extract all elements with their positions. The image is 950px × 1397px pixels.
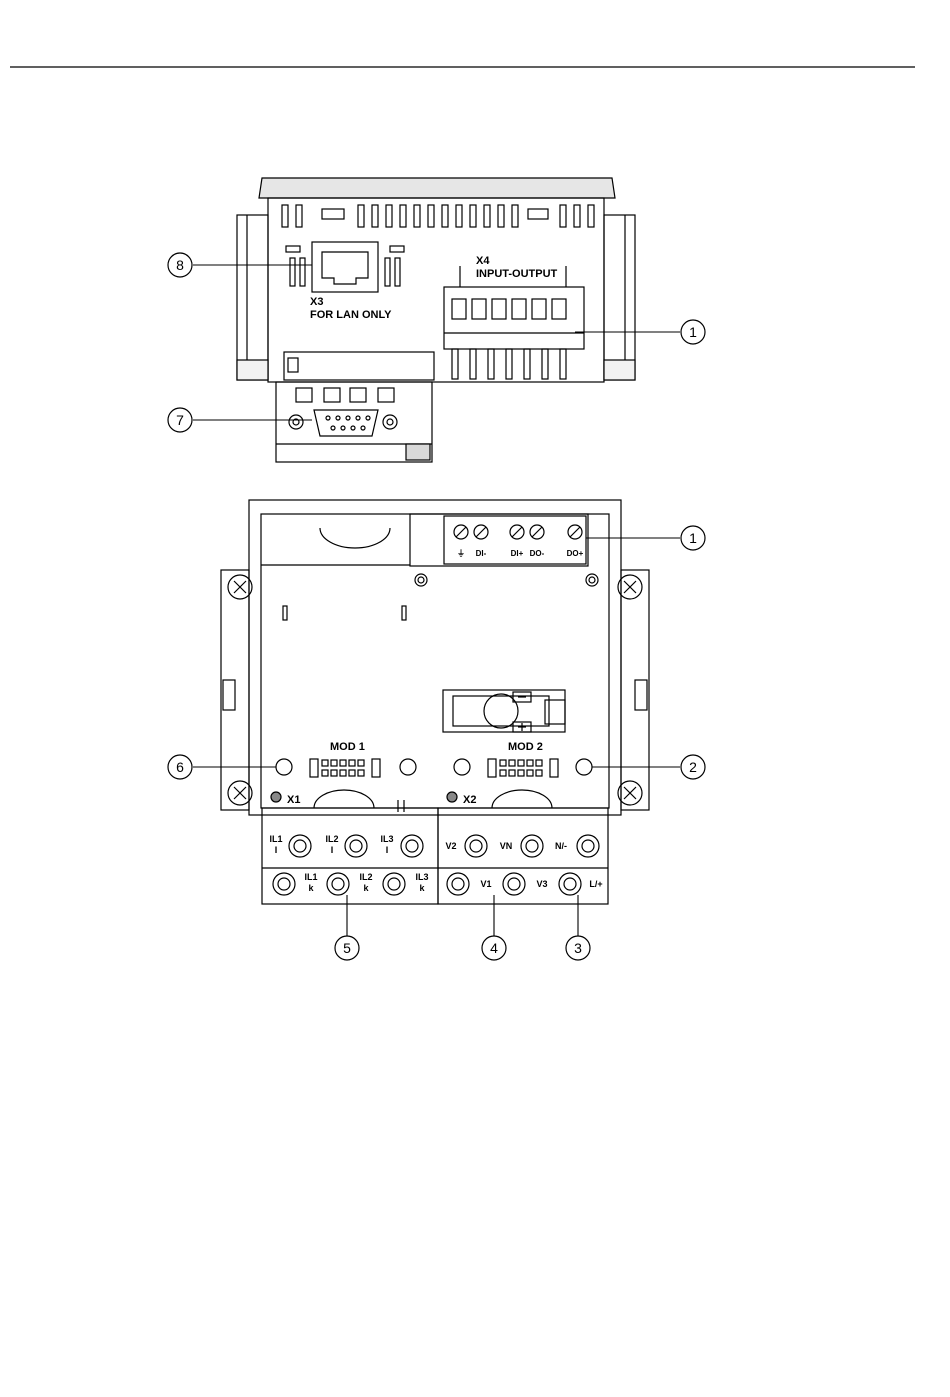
left-clamp: [237, 215, 268, 380]
callout-3: 3: [566, 936, 590, 960]
terminal-di-plus: DI+: [511, 549, 524, 558]
right-clamp: [604, 215, 635, 380]
callout-2-number: 2: [689, 759, 697, 775]
inner-plate: [261, 514, 609, 808]
callout-5-number: 5: [343, 940, 351, 956]
il1-upper: IL1: [269, 834, 282, 844]
battery-holder: [443, 690, 565, 732]
x4-label: X4: [476, 255, 490, 267]
il3-lower: IL3: [415, 872, 428, 882]
callout-1-top: 1: [681, 320, 705, 344]
mod1-connector: [310, 759, 380, 777]
callout-7: 7: [168, 408, 192, 432]
mod1-label: MOD 1: [330, 741, 365, 753]
x4-terminal-block: [444, 266, 584, 379]
il3-lower-sub: k: [419, 883, 425, 893]
il3-upper-sub: I: [386, 845, 389, 855]
v2-label: V2: [445, 841, 456, 851]
x4-description: INPUT-OUTPUT: [476, 268, 558, 280]
mod2-label: MOD 2: [508, 741, 543, 753]
outer-frame: [249, 500, 621, 815]
x1-block: [262, 808, 438, 904]
callout-3-number: 3: [574, 940, 582, 956]
x1-label: X1: [287, 794, 300, 806]
rear-view: [221, 500, 649, 904]
callout-6-number: 6: [176, 759, 184, 775]
il2-lower-sub: k: [363, 883, 369, 893]
front-bezel: [259, 178, 615, 198]
db9-module: [276, 382, 432, 462]
x3-description: FOR LAN ONLY: [310, 309, 392, 321]
callout-5: 5: [335, 936, 359, 960]
callout-8: 8: [168, 253, 192, 277]
vn-label: VN: [500, 841, 513, 851]
il1-lower-sub: k: [308, 883, 314, 893]
io-terminal-block: [410, 514, 588, 566]
top-view: [237, 178, 635, 462]
callout-7-number: 7: [176, 412, 184, 428]
callout-4-number: 4: [490, 940, 498, 956]
terminal-di-minus: DI-: [476, 549, 487, 558]
il2-lower: IL2: [359, 872, 372, 882]
callout-1-rear: 1: [681, 526, 705, 550]
l-plus-label: L/+: [589, 879, 602, 889]
n-minus-label: N/-: [555, 841, 567, 851]
housing-body: [268, 198, 604, 382]
terminal-ground: ⏚: [457, 549, 465, 558]
v3-label: V3: [536, 879, 547, 889]
module-slot: [284, 352, 434, 380]
callout-4: 4: [482, 936, 506, 960]
vent-slots: [282, 205, 594, 227]
rj45-port: [286, 242, 404, 292]
callout-2: 2: [681, 755, 705, 779]
il2-upper: IL2: [325, 834, 338, 844]
io-terminal-labels: ⏚ DI- DI+ DO- DO+: [457, 549, 584, 558]
v1-label: V1: [480, 879, 491, 889]
il2-upper-sub: I: [331, 845, 334, 855]
mod2-connector: [488, 759, 558, 777]
il3-upper: IL3: [380, 834, 393, 844]
x3-label: X3: [310, 296, 323, 308]
callout-8-number: 8: [176, 257, 184, 273]
callout-1-top-number: 1: [689, 324, 697, 340]
il1-lower: IL1: [304, 872, 317, 882]
terminal-do-minus: DO-: [530, 549, 545, 558]
x2-label: X2: [463, 794, 476, 806]
callout-1-rear-number: 1: [689, 530, 697, 546]
terminal-do-plus: DO+: [567, 549, 584, 558]
callout-6: 6: [168, 755, 192, 779]
il1-upper-sub: I: [275, 845, 278, 855]
